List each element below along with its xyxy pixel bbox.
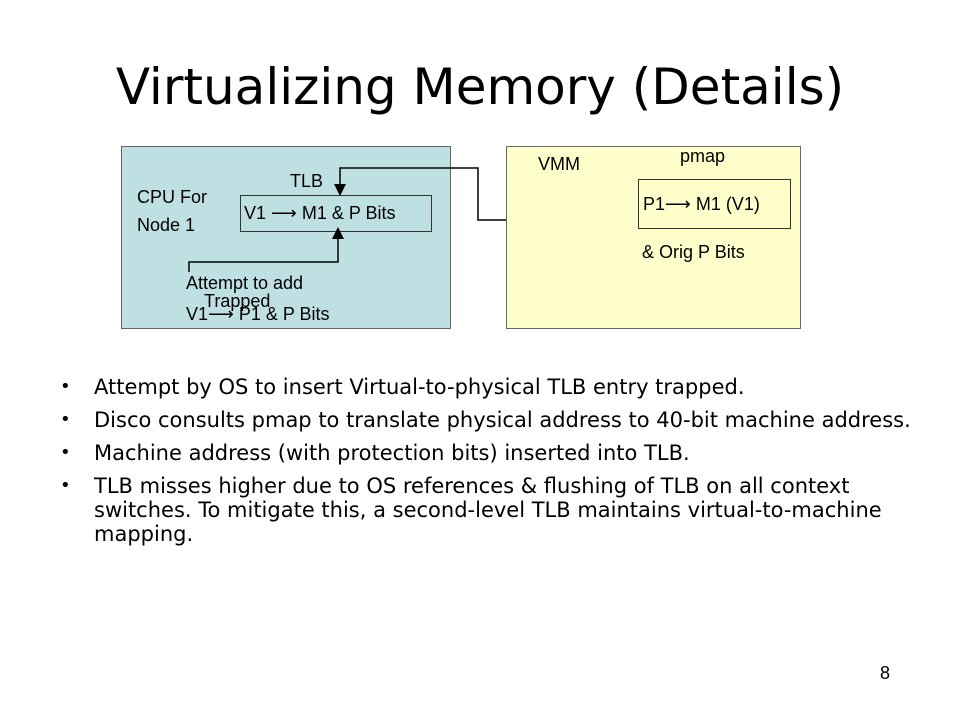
attempt-line2: V1⟶ P1 & P Bits bbox=[186, 304, 330, 324]
cpu-node-box bbox=[121, 146, 451, 329]
tlb-entry-text: V1 ⟶ M1 & P Bits bbox=[244, 203, 396, 223]
bullet-item: • TLB misses higher due to OS references … bbox=[60, 474, 920, 546]
bullet-item: • Disco consults pmap to translate physic… bbox=[60, 408, 920, 432]
pmap-to-tlb-arrow bbox=[334, 167, 506, 221]
bullet-list: • Attempt by OS to insert Virtual-to-phys… bbox=[60, 375, 920, 555]
bullet-text: Machine address (with protection bits) i… bbox=[94, 441, 690, 465]
page-number: 8 bbox=[880, 663, 891, 683]
tlb-label: TLB bbox=[290, 171, 324, 191]
cpu-label-line1: CPU For bbox=[137, 187, 208, 207]
vmm-box bbox=[506, 146, 801, 329]
pmap-entry-text: P1⟶ M1 (V1) bbox=[643, 194, 760, 214]
vmm-label: VMM bbox=[538, 154, 580, 174]
cpu-label-line2: Node 1 bbox=[137, 215, 196, 235]
bullet-text: Attempt by OS to insert Virtual-to-physi… bbox=[94, 375, 745, 399]
slide-title: Virtualizing Memory (Details) bbox=[115, 58, 845, 116]
bullet-item: • Attempt by OS to insert Virtual-to-phys… bbox=[60, 375, 920, 399]
trapped-label: Trapped bbox=[204, 291, 271, 311]
bullet-text: TLB misses higher due to OS references &… bbox=[94, 474, 882, 546]
attempt-line1: Attempt to add bbox=[186, 273, 304, 293]
bullet-dot-icon: • bbox=[60, 442, 71, 463]
orig-bits-label: & Orig P Bits bbox=[642, 242, 745, 262]
pmap-label: pmap bbox=[680, 146, 726, 166]
bullet-dot-icon: • bbox=[60, 376, 71, 397]
bullet-dot-icon: • bbox=[60, 409, 71, 430]
bullet-item: • Machine address (with protection bits) … bbox=[60, 441, 920, 465]
bullet-dot-icon: • bbox=[60, 475, 71, 496]
trap-arrow bbox=[188, 227, 344, 272]
bullet-text: Disco consults pmap to translate physica… bbox=[94, 408, 911, 432]
pmap-entry-box bbox=[638, 179, 791, 229]
